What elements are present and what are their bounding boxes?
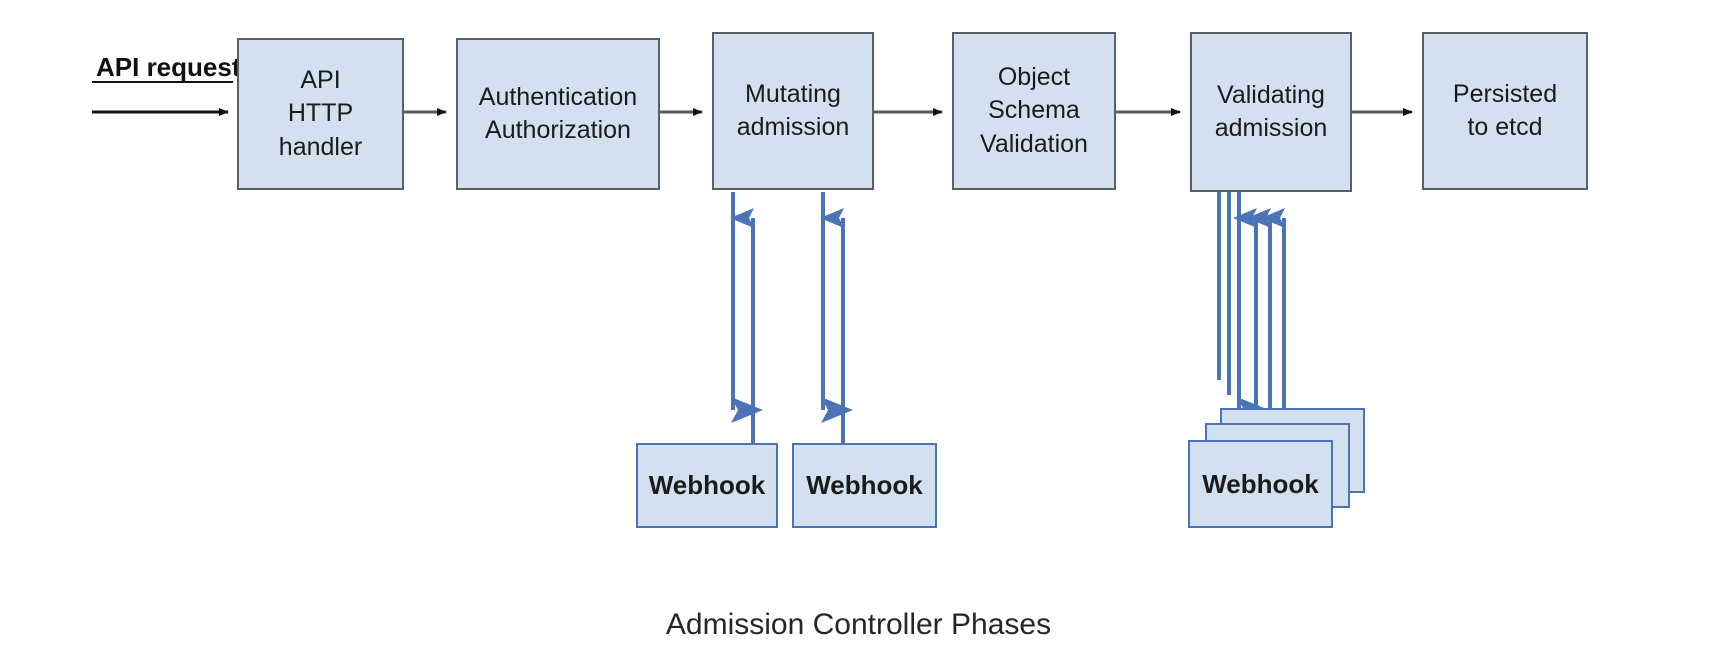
stage-box-authentication[interactable]: Authentication Authorization [456,38,660,190]
stage-box-object-schema-validation[interactable]: Object Schema Validation [952,32,1116,190]
stage-box-validating-admission[interactable]: Validating admission [1190,32,1352,192]
edge-mutating-webhook-1 [730,192,763,443]
api-request-label: API request [96,52,241,82]
diagram-caption: Admission Controller Phases [665,608,1052,641]
webhook-box-validating-front[interactable]: Webhook [1188,440,1333,528]
edge-mutating-webhook-2 [820,192,853,443]
stage-box-mutating-admission[interactable]: Mutating admission [712,32,874,190]
webhook-box-mutating-1[interactable]: Webhook [636,443,778,528]
stage-box-persisted-to-etcd[interactable]: Persisted to etcd [1422,32,1588,190]
edge-api-request [92,81,233,116]
edge-validating-webhook-returns [1233,208,1286,443]
stage-box-api-http-handler[interactable]: API HTTP handler [237,38,404,190]
edge-validating-webhook-calls [1217,192,1269,423]
webhook-box-mutating-2[interactable]: Webhook [792,443,937,528]
